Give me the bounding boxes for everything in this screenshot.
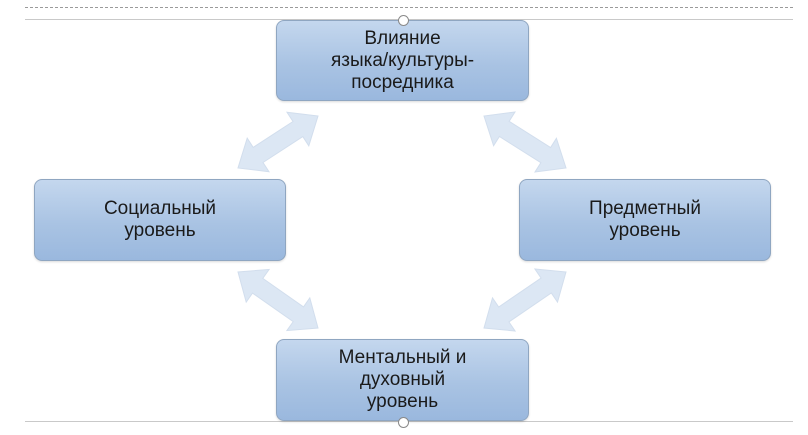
frame-top-edge bbox=[25, 19, 793, 20]
arrow-top-right bbox=[483, 111, 567, 173]
selection-handle-bottom[interactable] bbox=[398, 417, 409, 428]
arrow-left-bottom bbox=[237, 268, 319, 332]
node-social-level[interactable]: Социальный уровень bbox=[34, 179, 286, 261]
arrow-right-bottom bbox=[483, 268, 567, 332]
arrow-top-left bbox=[237, 111, 319, 173]
node-subject-level[interactable]: Предметный уровень bbox=[519, 179, 771, 261]
node-mediator-language-culture[interactable]: Влияние языка/культуры- посредника bbox=[276, 20, 529, 101]
dotted-guide-line bbox=[25, 7, 793, 8]
selection-handle-top[interactable] bbox=[398, 15, 409, 26]
node-mental-spiritual-level[interactable]: Ментальный и духовный уровень bbox=[276, 339, 529, 421]
frame-bottom-edge bbox=[25, 421, 793, 422]
